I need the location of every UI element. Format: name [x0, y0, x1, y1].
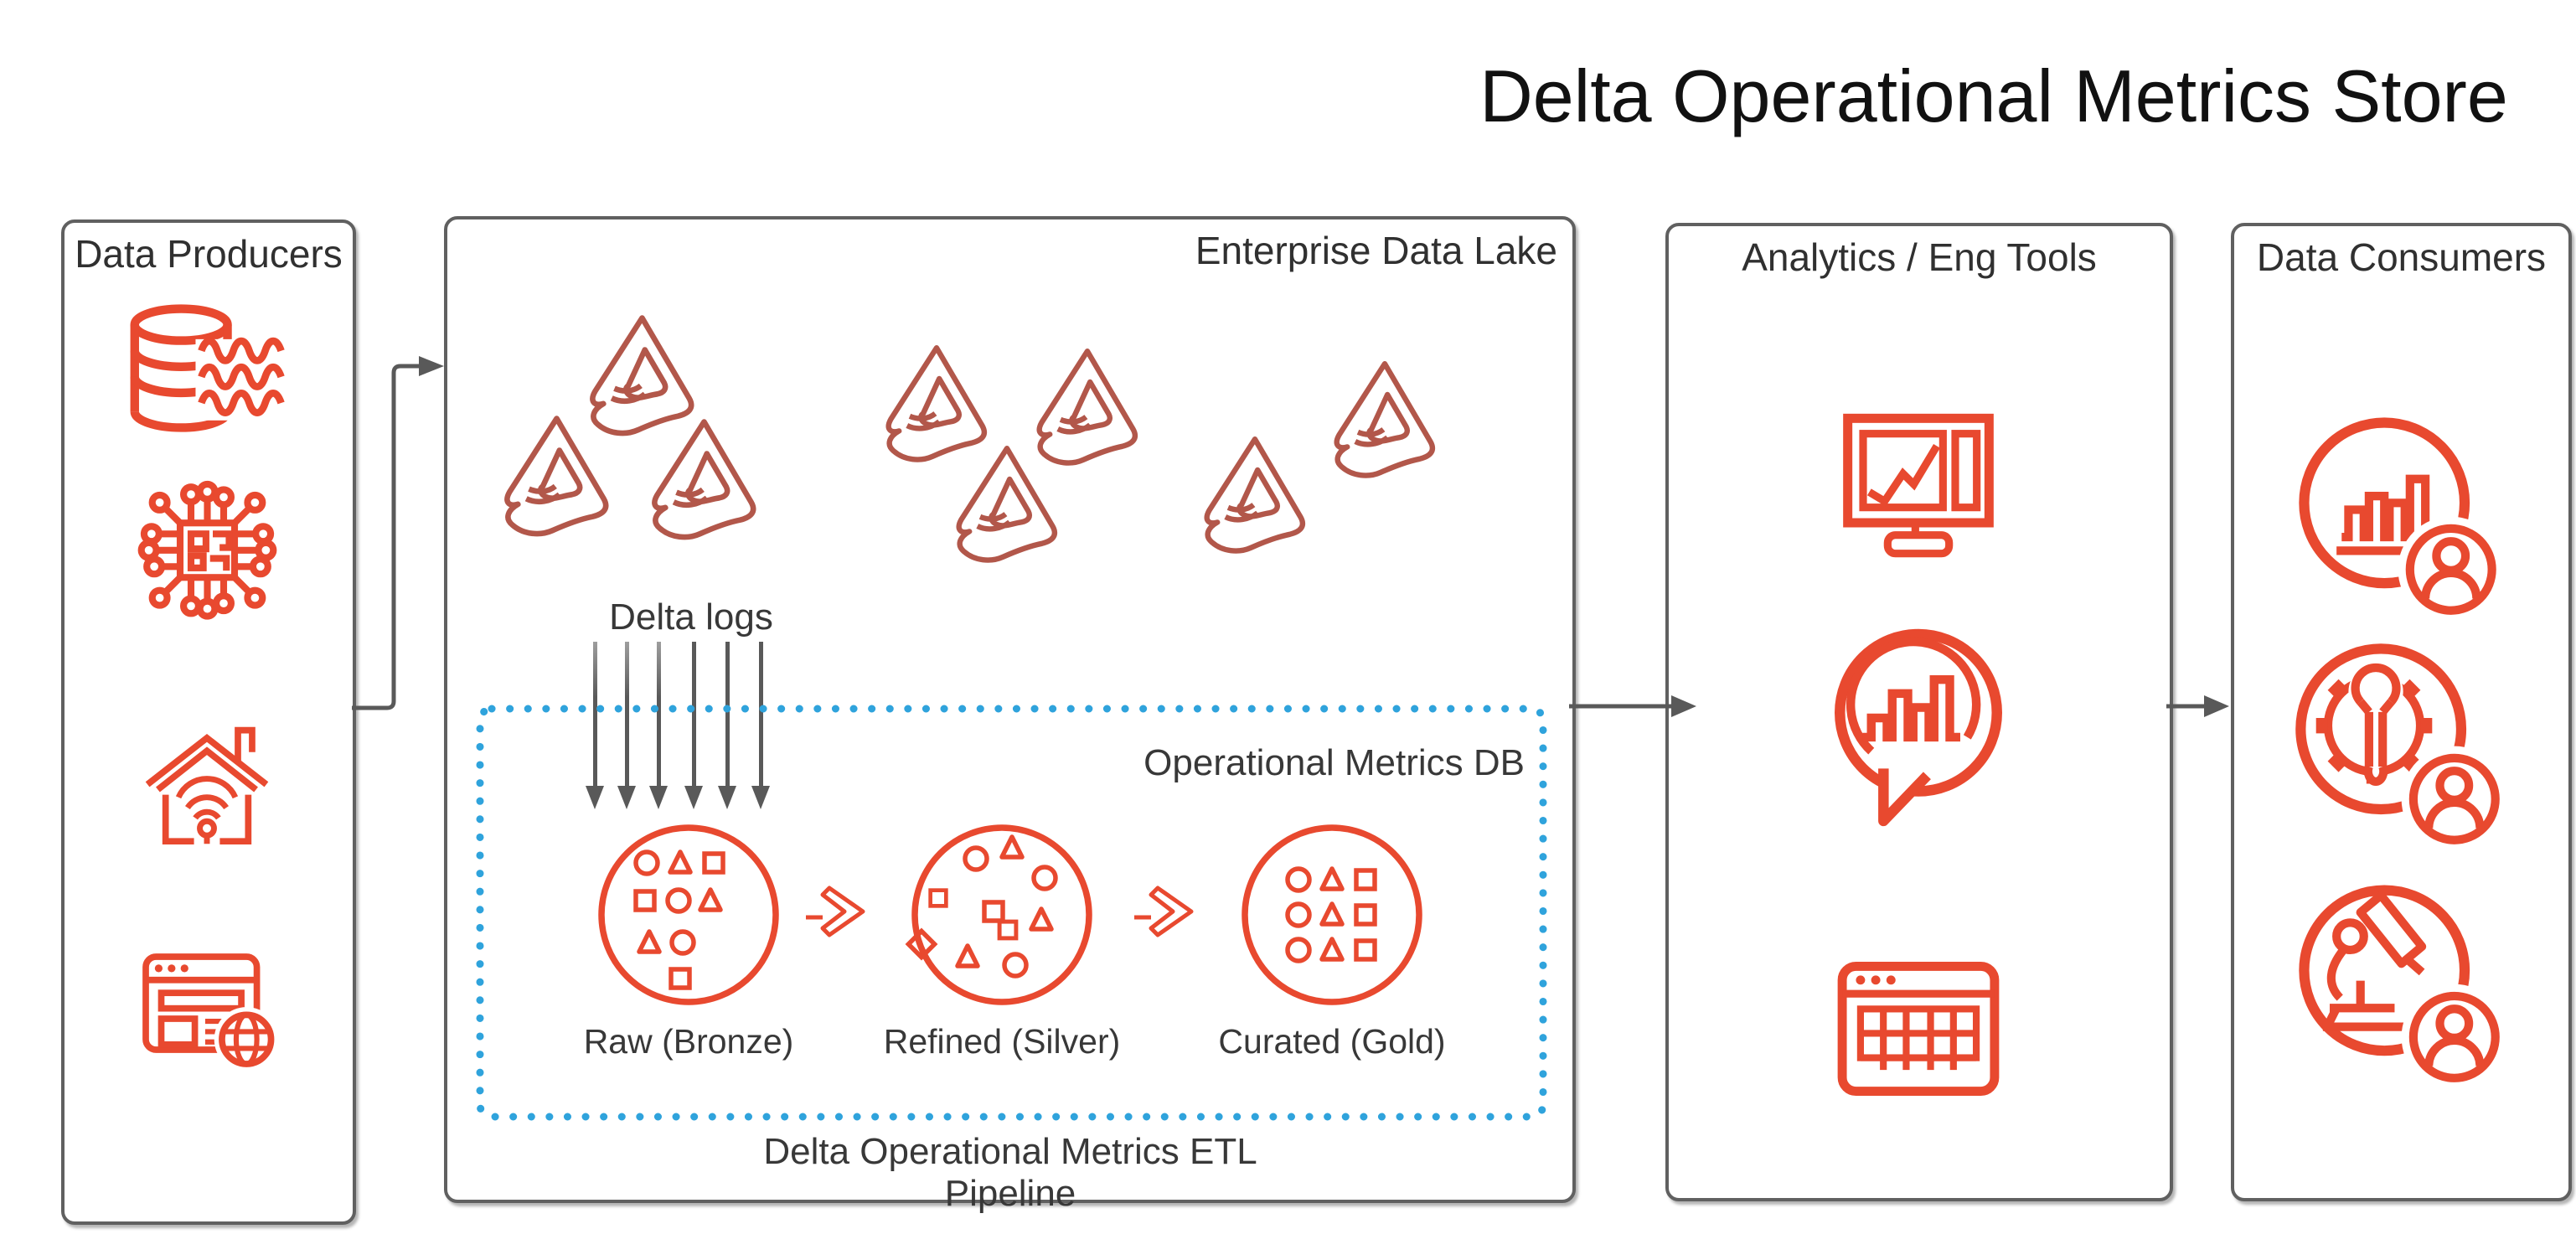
operational-metrics-db-label: Operational Metrics DB	[1143, 742, 1525, 783]
smart-home-icon	[145, 726, 269, 845]
stage-label-curated-gold: Curated (Gold)	[1218, 1022, 1446, 1061]
stage-chevron-arrow-icon	[1134, 886, 1194, 937]
delta-log-arrowhead	[586, 786, 604, 809]
delta-lake-logo-icon	[488, 409, 626, 547]
stage-chevron-arrow-icon	[806, 886, 865, 937]
engineer-gear-wrench-person-icon	[2295, 643, 2507, 852]
delta-log-arrow	[759, 642, 763, 788]
delta-logs-label: Delta logs	[609, 596, 773, 638]
delta-lake-logo-icon	[635, 412, 773, 550]
delta-lake-logo-icon	[1188, 430, 1322, 564]
panel-analytics-eng-tools: Analytics / Eng Tools	[1665, 223, 2173, 1201]
panel-title-analytics: Analytics / Eng Tools	[1742, 235, 2097, 279]
delta-log-arrowhead	[718, 786, 736, 809]
analyst-chart-person-icon	[2299, 417, 2507, 622]
delta-log-arrowhead	[684, 786, 703, 809]
streaming-database-icon	[130, 304, 306, 432]
connector-lake-to-analytics	[1569, 695, 1696, 717]
refined-silver-circle	[906, 824, 1092, 1005]
delta-log-arrowhead	[617, 786, 636, 809]
panel-title-enterprise-data-lake: Enterprise Data Lake	[1195, 229, 1557, 272]
curated-gold-circle	[1242, 824, 1422, 1005]
etl-pipeline-label: Delta Operational Metrics ETL Pipeline	[763, 1131, 1257, 1214]
scientist-microscope-person-icon	[2299, 885, 2507, 1087]
panel-data-consumers: Data Consumers	[2231, 223, 2572, 1201]
etl-pipeline-dotted-box	[476, 705, 1547, 1121]
panel-title-data-producers: Data Producers	[75, 232, 343, 276]
delta-log-arrow	[725, 642, 730, 788]
chart-speech-bubble-icon	[1835, 628, 2002, 827]
connector-analytics-to-consumers	[2166, 695, 2229, 717]
delta-log-arrowhead	[649, 786, 668, 809]
delta-log-arrow	[657, 642, 661, 788]
web-app-globe-icon	[142, 953, 279, 1072]
delta-lake-logo-icon	[940, 439, 1074, 573]
delta-log-arrow	[692, 642, 696, 788]
connector-producers-to-lake	[352, 356, 444, 710]
stage-label-raw-bronze: Raw (Bronze)	[583, 1022, 794, 1061]
delta-log-arrow	[625, 642, 629, 788]
panel-title-data-consumers: Data Consumers	[2256, 235, 2547, 279]
diagram-title: Delta Operational Metrics Store	[1479, 54, 2508, 137]
data-table-icon	[1837, 962, 2000, 1096]
delta-log-arrowhead	[751, 786, 770, 809]
raw-bronze-circle	[598, 824, 779, 1005]
delta-lake-logo-icon	[1318, 354, 1452, 488]
ai-chip-icon	[137, 480, 277, 620]
delta-log-arrow	[593, 642, 597, 788]
stage-label-refined-silver: Refined (Silver)	[883, 1022, 1121, 1061]
dashboard-monitor-icon	[1843, 413, 1994, 558]
